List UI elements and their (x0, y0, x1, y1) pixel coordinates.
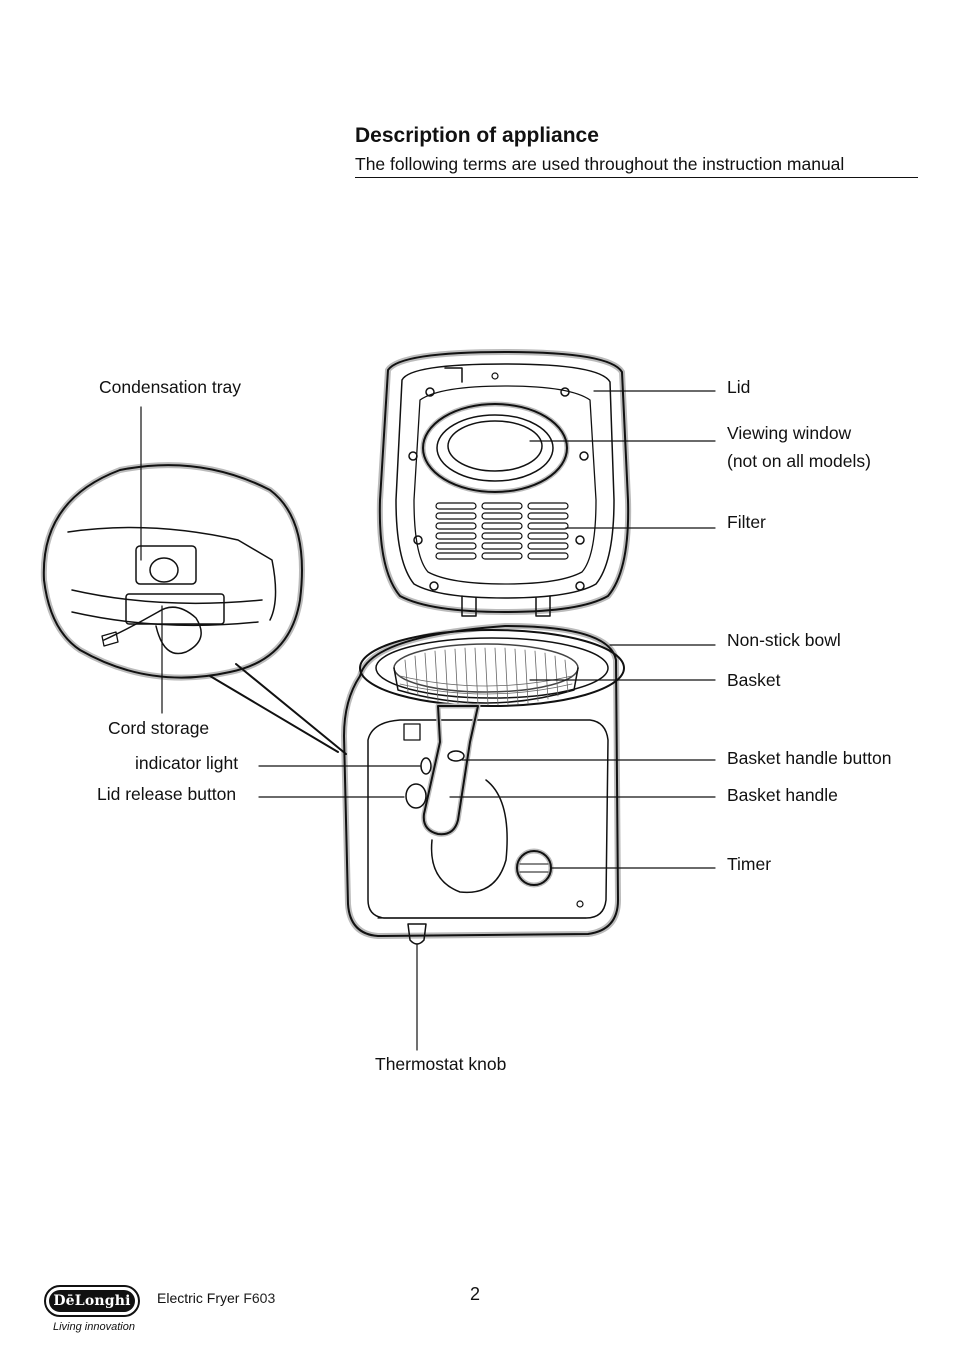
label-timer: Timer (727, 854, 772, 874)
label-non-stick-bowl: Non-stick bowl (727, 630, 841, 650)
title-underline (355, 177, 918, 178)
label-lid: Lid (727, 377, 751, 397)
label-condensation-tray: Condensation tray (99, 377, 242, 397)
product-name: Electric Fryer (157, 1290, 240, 1306)
product-model: F603 (243, 1290, 276, 1306)
product-caption: Electric Fryer F603 (157, 1290, 275, 1306)
label-viewing-window: Viewing window (727, 423, 852, 443)
fryer-body-illustration (341, 623, 625, 945)
fryer-lid-illustration (376, 349, 632, 617)
label-indicator-light: indicator light (135, 753, 239, 773)
detail-zoom-illustration (40, 462, 347, 755)
label-viewing-window-note: (not on all models) (727, 451, 871, 471)
page-number: 2 (470, 1284, 481, 1304)
label-basket: Basket (727, 670, 781, 690)
brand-logo: DēLonghi (44, 1285, 140, 1317)
page-subtitle: The following terms are used throughout … (355, 154, 845, 174)
label-basket-handle: Basket handle (727, 785, 838, 805)
page-title: Description of appliance (355, 124, 599, 147)
label-filter: Filter (727, 512, 766, 532)
label-cord-storage: Cord storage (108, 718, 210, 738)
brand-logo-text: DēLonghi (49, 1290, 135, 1312)
label-thermostat-knob: Thermostat knob (375, 1054, 507, 1074)
label-lid-release-button: Lid release button (97, 784, 237, 804)
brand-tagline: Living innovation (53, 1321, 135, 1333)
label-basket-handle-button: Basket handle button (727, 748, 892, 768)
leader-lines (140, 390, 716, 1051)
